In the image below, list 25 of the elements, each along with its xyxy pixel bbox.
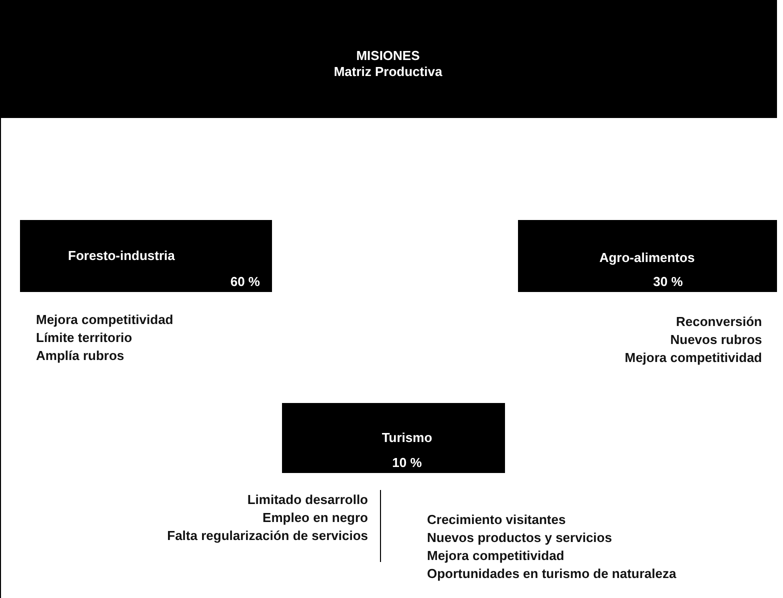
sector-name: Turismo <box>382 430 432 446</box>
bullet-text: Limitado desarrollo <box>247 492 368 508</box>
bullet-text: Falta regularización de servicios <box>167 528 368 544</box>
percentage-value: 60 % <box>230 274 260 290</box>
bullet-text: Límite territorio <box>36 330 132 346</box>
bullet-text: Mejora competitividad <box>36 312 174 328</box>
subtitle-text: Matriz Productiva <box>334 64 442 80</box>
bullet-text: Mejora competitividad <box>624 350 762 366</box>
sector-box <box>282 403 505 473</box>
percentage-value: 10 % <box>392 455 422 471</box>
bullet-text: Nuevos rubros <box>670 332 762 348</box>
bullet-text: Empleo en negro <box>262 510 368 526</box>
bullet-text: Oportunidades en turismo de naturaleza <box>427 566 676 582</box>
percentage-value: 30 % <box>653 274 683 290</box>
bullet-text: Reconversión <box>676 314 762 330</box>
header-banner <box>0 0 777 118</box>
bullet-text: Mejora competitividad <box>427 548 564 564</box>
bullet-text: Nuevos productos y servicios <box>427 530 612 546</box>
sector-box <box>20 220 272 292</box>
bullet-text: Amplía rubros <box>36 348 124 364</box>
sector-name: Foresto-industria <box>68 248 175 264</box>
sector-name: Agro-alimentos <box>599 250 695 266</box>
title-text: MISIONES <box>356 48 420 64</box>
bullet-text: Crecimiento visitantes <box>427 512 566 528</box>
sector-box <box>518 220 777 292</box>
